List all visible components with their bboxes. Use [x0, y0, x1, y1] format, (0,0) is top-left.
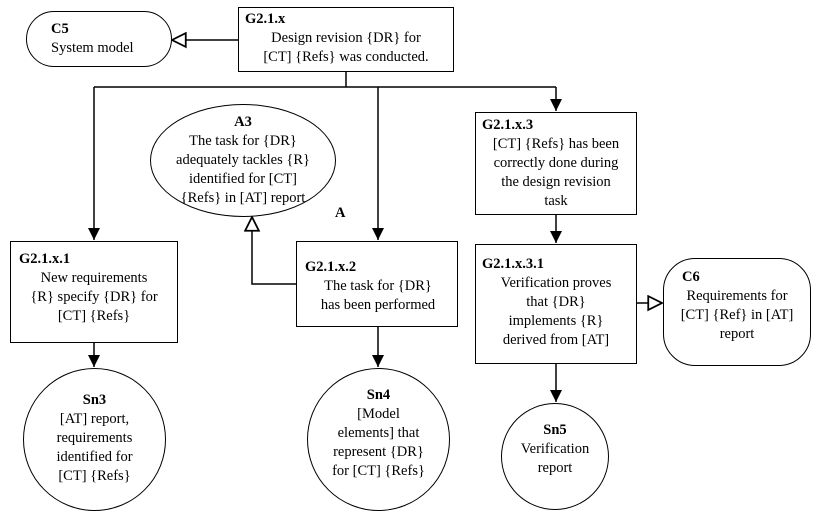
goal-g21x-text: Design revision {DR} for [CT] {Refs} was… — [263, 30, 429, 65]
goal-g21x[interactable]: G2.1.x Design revision {DR} for [CT] {Re… — [238, 7, 454, 72]
assumption-a3[interactable]: A3 The task for {DR} adequately tackles … — [150, 104, 336, 217]
goal-g21x2[interactable]: G2.1.x.2 The task for {DR} has been perf… — [296, 241, 458, 327]
solution-sn4[interactable]: Sn4 [Model elements] that represent {DR}… — [307, 368, 450, 511]
solution-sn4-text: [Model elements] that represent {DR} for… — [332, 406, 425, 479]
edge-g21x2-a3 — [252, 217, 296, 285]
solution-sn3[interactable]: Sn3 [AT] report, requirements identified… — [23, 368, 166, 511]
goal-g21x1-text: New requirements {R} specify {DR} for [C… — [30, 270, 158, 324]
solution-sn5-id: Sn5 — [543, 422, 567, 438]
goal-g21x-id: G2.1.x — [245, 11, 286, 27]
goal-g21x3-id: G2.1.x.3 — [482, 117, 534, 133]
goal-g21x3-text: [CT] {Refs} has been correctly done duri… — [492, 136, 620, 209]
solution-sn5[interactable]: Sn5 Verification report — [501, 403, 609, 510]
context-c5-text: System model — [51, 40, 134, 56]
context-c5-id: C5 — [51, 21, 69, 37]
solution-sn4-id: Sn4 — [366, 387, 391, 403]
goal-g21x2-id: G2.1.x.2 — [305, 259, 357, 275]
goal-g21x2-text: The task for {DR} has been performed — [320, 278, 436, 313]
context-c5[interactable]: C5 System model — [26, 11, 172, 67]
goal-g21x3[interactable]: G2.1.x.3 [CT] {Refs} has been correctly … — [475, 112, 637, 215]
context-c6-id: C6 — [682, 269, 700, 285]
context-c6-text: Requirements for [CT] {Ref} in [AT] repo… — [680, 288, 794, 342]
goal-g21x1-id: G2.1.x.1 — [19, 251, 71, 267]
solution-sn5-text: Verification report — [520, 441, 590, 476]
goal-g21x31-id: G2.1.x.3.1 — [482, 256, 545, 272]
assumption-a3-text: The task for {DR} adequately tackles {R}… — [176, 133, 310, 206]
solution-sn3-text: [AT] report, requirements identified for… — [56, 411, 133, 484]
assumption-a3-marker: A — [335, 205, 346, 221]
context-c6[interactable]: C6 Requirements for [CT] {Ref} in [AT] r… — [663, 258, 811, 366]
solution-sn3-id: Sn3 — [82, 392, 107, 408]
assumption-a3-id: A3 — [234, 114, 252, 130]
goal-g21x31[interactable]: G2.1.x.3.1 Verification proves that {DR}… — [475, 244, 637, 364]
goal-g21x31-text: Verification proves that {DR} implements… — [500, 275, 612, 348]
goal-g21x1[interactable]: G2.1.x.1 New requirements {R} specify {D… — [10, 241, 178, 343]
